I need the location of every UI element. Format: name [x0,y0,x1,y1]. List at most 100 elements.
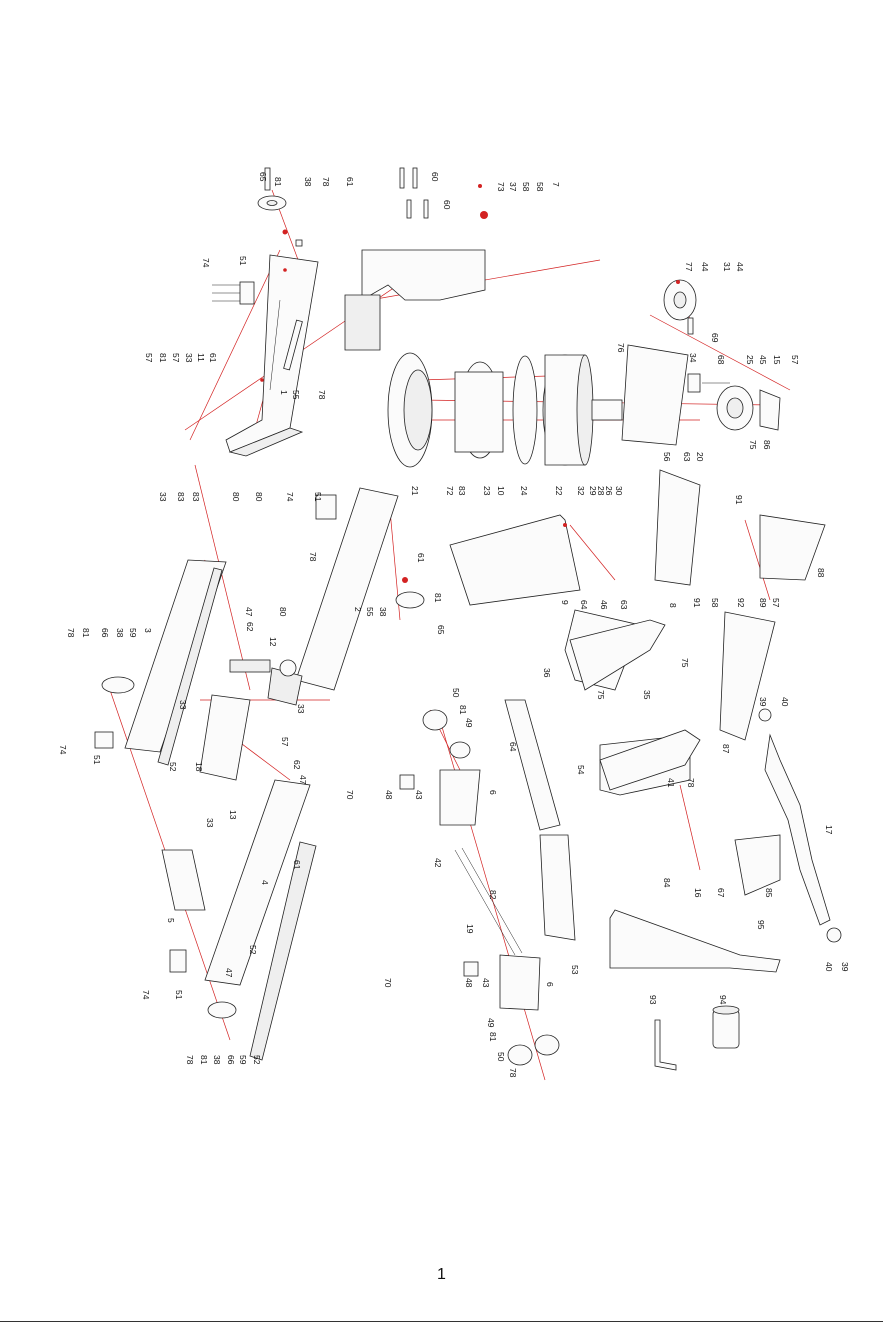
label-62: 62 [245,622,255,632]
link-arm-87 [719,611,776,741]
upright-8 [654,469,701,586]
label-81: 81 [199,1055,209,1065]
label-49: 49 [486,1018,496,1028]
label-66: 66 [100,628,110,638]
label-78: 78 [321,177,331,187]
label-47: 47 [298,775,308,785]
label-29: 29 [588,486,598,496]
label-57: 57 [790,355,800,365]
label-33: 33 [296,704,306,714]
hex-key-93 [654,1019,677,1071]
label-86: 86 [762,440,772,450]
label-61: 61 [292,860,302,870]
long-rail-3 [94,559,227,766]
label-81: 81 [458,705,468,715]
label-26: 26 [604,486,614,496]
label-87: 87 [721,744,731,754]
cover-88 [759,514,826,581]
label-34: 34 [688,353,698,363]
seat-53 [539,834,576,941]
label-40: 40 [824,962,834,972]
label-8: 8 [668,603,678,608]
label-83: 83 [176,492,186,502]
label-11: 11 [196,353,206,362]
label-57: 57 [171,353,181,363]
label-75: 75 [748,440,758,450]
crank-6-lower [463,954,560,1066]
label-60: 60 [442,200,452,210]
label-81: 81 [433,593,443,603]
label-40: 40 [780,697,790,707]
label-92: 92 [736,598,746,608]
label-78: 78 [317,390,327,400]
label-93: 93 [648,995,658,1005]
frame-part-7 [344,167,488,351]
label-91: 91 [692,598,702,608]
label-75: 75 [596,690,606,700]
label-52: 52 [252,1055,262,1065]
label-48: 48 [384,790,394,800]
label-76: 76 [616,343,626,353]
label-81: 81 [488,1032,498,1042]
label-4: 4 [260,880,270,885]
label-83: 83 [191,492,201,502]
label-24: 24 [519,486,529,496]
label-52: 52 [168,762,178,772]
label-62: 62 [292,760,302,770]
label-18: 18 [194,762,204,772]
label-33: 33 [158,492,168,502]
pedal-54 [504,699,561,831]
label-38: 38 [303,177,313,187]
label-48: 48 [464,978,474,988]
label-59: 59 [238,1055,248,1065]
label-5: 5 [166,918,176,923]
housing-56 [621,344,781,446]
socket-94 [712,1005,740,1049]
label-77: 77 [684,262,694,272]
label-39: 39 [840,962,850,972]
label-83: 83 [457,486,467,496]
label-7: 7 [551,182,561,187]
label-57: 57 [771,598,781,608]
label-38: 38 [115,628,125,638]
label-70: 70 [345,790,355,800]
label-22: 22 [554,486,564,496]
label-33: 33 [178,700,188,710]
label-28: 28 [596,486,606,496]
label-6: 6 [488,790,498,795]
label-3: 3 [143,628,153,633]
label-6: 6 [545,982,555,987]
label-23: 23 [482,486,492,496]
label-51: 51 [92,755,102,765]
label-52: 52 [248,945,258,955]
label-51: 51 [238,256,248,266]
label-17: 17 [824,825,834,835]
label-16: 16 [693,888,703,898]
label-37: 37 [508,182,518,192]
label-39: 39 [758,697,768,707]
label-55: 55 [365,607,375,617]
label-19: 19 [465,924,475,934]
label-59: 59 [128,628,138,638]
label-44: 44 [700,262,710,272]
label-63: 63 [682,452,692,462]
label-33: 33 [184,353,194,363]
label-66: 66 [226,1055,236,1065]
label-80: 80 [231,492,241,502]
page-number: 1 [437,1266,446,1283]
label-82: 82 [488,890,498,900]
label-61: 61 [345,177,355,187]
label-33: 33 [205,818,215,828]
pulley-38-top [257,167,303,247]
label-38: 38 [378,607,388,617]
label-72: 72 [445,486,455,496]
label-91: 91 [734,495,744,505]
label-20: 20 [695,452,705,462]
label-45: 45 [758,355,768,365]
label-74: 74 [58,745,68,755]
label-65: 65 [258,172,268,182]
foot-pad-85 [734,834,781,896]
label-1: 1 [279,390,289,395]
label-64: 64 [579,600,589,610]
